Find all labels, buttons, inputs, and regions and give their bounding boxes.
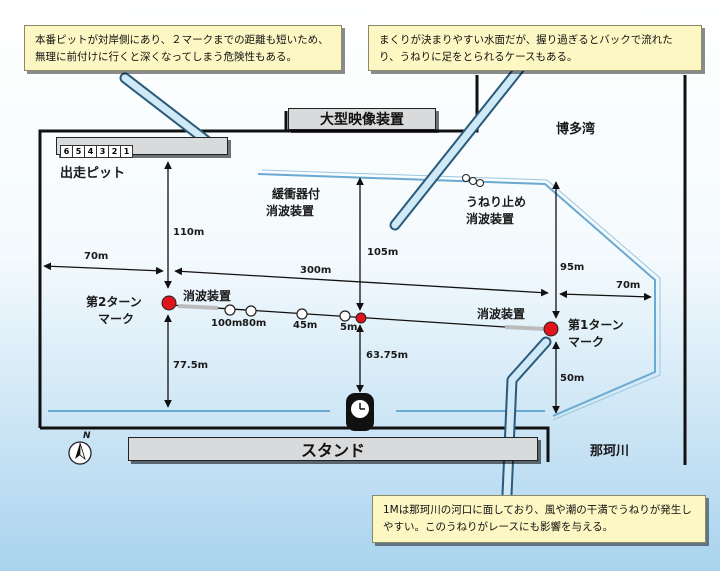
wave-absorber-right-label: 消波装置: [477, 307, 526, 321]
water-edges: [48, 169, 661, 421]
dist-77-5: 77.5m: [173, 360, 209, 371]
dim-right-70: [559, 290, 652, 301]
buoy-label-80: 80m: [242, 318, 267, 329]
dist-105: 105m: [367, 247, 399, 258]
compass-north-label: N: [83, 431, 91, 441]
swell-stopper-label-2: 消波装置: [466, 212, 515, 226]
buoy-label-100: 100m: [211, 318, 243, 329]
center-mark: [355, 312, 367, 324]
bay-label: 博多湾: [556, 122, 596, 137]
turn-mark-2: [161, 295, 177, 311]
buffered-absorber-label-1: 緩衝器付: [272, 187, 321, 201]
river-label: 那珂川: [590, 444, 630, 459]
mark2-label-1: 第2ターン: [86, 295, 142, 309]
clock-tower-icon: [346, 393, 374, 431]
dist-left-70: 70m: [84, 251, 109, 262]
note-bottom-right-text: 1Mは那珂川の河口に面しており、風や潮の干満でうねりが発生しやすい。このうねりが…: [383, 504, 692, 533]
video-screen-label: 大型映像装置: [320, 112, 404, 128]
course-walls: [38, 75, 687, 465]
dist-95: 95m: [560, 262, 585, 273]
distance-buoys: [224, 304, 351, 322]
wave-absorber-left-label: 消波装置: [183, 289, 232, 303]
swell-stopper-label-1: うねり止め: [466, 195, 527, 209]
mark1-label-1: 第1ターン: [568, 318, 624, 332]
dim-left-70: [43, 262, 164, 275]
stand: スタンド: [128, 437, 538, 461]
stand-label: スタンド: [300, 441, 365, 460]
pit-numbers: 6 5 4 3 2 1: [60, 145, 133, 158]
wave-absorber-right-bar: [504, 325, 547, 331]
note-top-left: 本番ピットが対岸側にあり、２マークまでの距離も短いため、無理に前付けに行くと深く…: [24, 25, 342, 71]
swell-stopper-buoys: [462, 174, 484, 187]
mark2-label-2: マーク: [98, 312, 135, 326]
video-screen: 大型映像装置: [288, 108, 436, 130]
buoy-label-5: 5m: [340, 322, 358, 333]
note-top-right: まくりが決まりやすい水面だが、握り過ぎるとバックで流れたり、うねりに足をとられる…: [368, 25, 702, 71]
pit-label: 出走ピット: [60, 166, 126, 181]
buffered-absorber-label-2: 消波装置: [266, 204, 315, 218]
note-top-left-text: 本番ピットが対岸側にあり、２マークまでの距離も短いため、無理に前付けに行くと深く…: [35, 34, 329, 63]
dist-50: 50m: [560, 373, 585, 384]
pit-number: 1: [120, 145, 133, 158]
wave-absorber-left-bar: [177, 304, 219, 310]
dist-63-75: 63.75m: [366, 350, 409, 361]
compass-icon: [68, 441, 92, 465]
note-bottom-right: 1Mは那珂川の河口に面しており、風や潮の干満でうねりが発生しやすい。このうねりが…: [372, 495, 706, 543]
mark1-label-2: マーク: [568, 335, 605, 349]
dist-right-70: 70m: [616, 280, 641, 291]
dist-300: 300m: [300, 265, 332, 276]
buoy-label-45: 45m: [293, 320, 318, 331]
note-top-right-text: まくりが決まりやすい水面だが、握り過ぎるとバックで流れたり、うねりに足をとられる…: [379, 34, 673, 63]
dist-110: 110m: [173, 227, 205, 238]
turn-mark-1: [543, 321, 559, 337]
